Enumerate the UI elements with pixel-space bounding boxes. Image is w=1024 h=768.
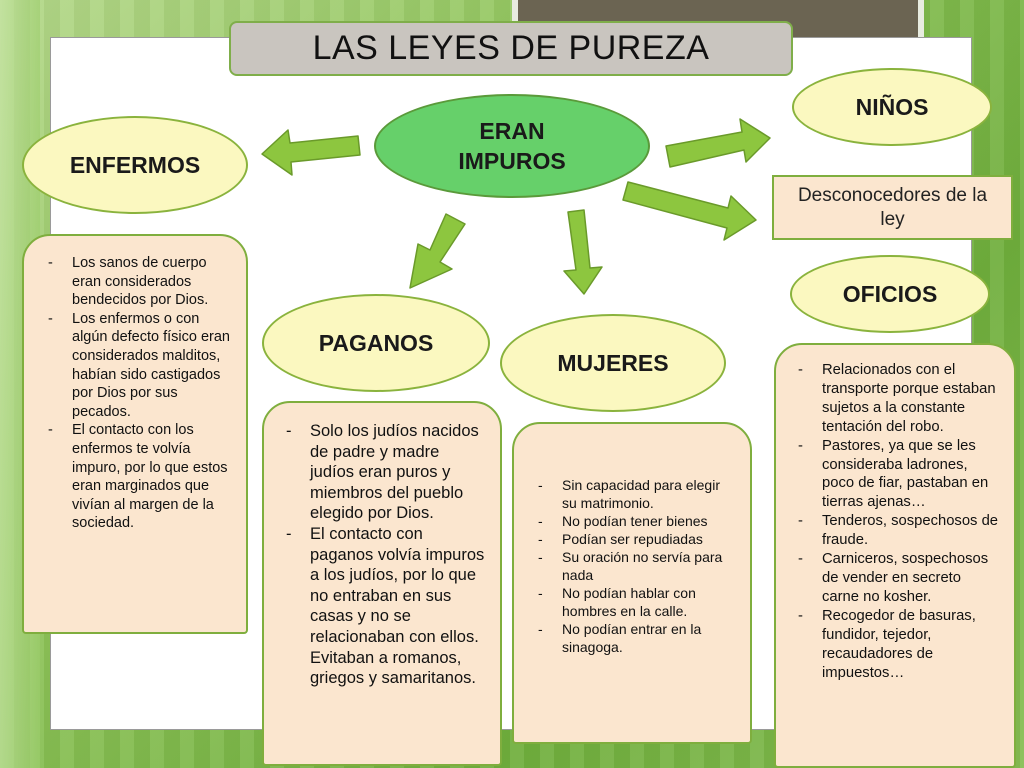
list-item: Los enfermos o con algún defecto físico … xyxy=(42,310,230,422)
ninos-description: Desconocedores de la ley xyxy=(797,184,988,230)
node-enfermos: ENFERMOS xyxy=(22,116,248,214)
arrow-to-enfermos xyxy=(261,129,361,176)
list-item: Tenderos, sospechosos de fraude. xyxy=(792,512,1000,550)
list-item: Su oración no servía para nada xyxy=(532,548,736,584)
list-oficios: Relacionados con el transporte porque es… xyxy=(792,361,1000,682)
list-item: No podían hablar con hombres en la calle… xyxy=(532,584,736,620)
node-mujeres-label: MUJERES xyxy=(557,349,669,376)
node-oficios-label: OFICIOS xyxy=(842,280,938,307)
center-node-line2: IMPUROS xyxy=(458,148,566,174)
arrow-to-mujeres xyxy=(563,209,603,295)
node-paganos-label: PAGANOS xyxy=(318,329,434,356)
ninos-description-box: Desconocedores de la ley xyxy=(772,175,1013,240)
node-ninos: NIÑOS xyxy=(792,68,992,146)
list-paganos: Solo los judíos nacidos de padre y madre… xyxy=(280,421,486,689)
list-item: No podían entrar en la sinagoga. xyxy=(532,620,736,656)
node-paganos: PAGANOS xyxy=(262,294,490,392)
card-enfermos: Los sanos de cuerpo eran considerados be… xyxy=(22,234,248,634)
page-title: LAS LEYES DE PUREZA xyxy=(312,29,710,67)
node-oficios: OFICIOS xyxy=(790,255,990,333)
list-item: Podían ser repudiadas xyxy=(532,530,736,548)
list-item: Sin capacidad para elegir su matrimonio. xyxy=(532,476,736,512)
node-enfermos-label: ENFERMOS xyxy=(69,151,201,178)
card-paganos: Solo los judíos nacidos de padre y madre… xyxy=(262,401,502,766)
list-item: El contacto con los enfermos te volvía i… xyxy=(42,421,230,533)
center-node-line1: ERAN xyxy=(479,118,545,144)
list-enfermos: Los sanos de cuerpo eran considerados be… xyxy=(42,254,230,533)
list-item: Solo los judíos nacidos de padre y madre… xyxy=(280,421,486,524)
arrow-to-paganos xyxy=(409,213,466,289)
list-item: Relacionados con el transporte porque es… xyxy=(792,361,1000,437)
list-item: Carniceros, sospechosos de vender en sec… xyxy=(792,550,1000,607)
list-item: No podían tener bienes xyxy=(532,512,736,530)
title-box: LAS LEYES DE PUREZA xyxy=(229,21,793,76)
card-oficios: Relacionados con el transporte porque es… xyxy=(774,343,1016,768)
node-ninos-label: NIÑOS xyxy=(855,93,929,120)
center-node-eran-impuros: ERAN IMPUROS xyxy=(374,94,650,198)
list-item: Recogedor de basuras, fundidor, tejedor,… xyxy=(792,607,1000,683)
arrow-to-desconocedores xyxy=(622,181,757,241)
card-mujeres: Sin capacidad para elegir su matrimonio.… xyxy=(512,422,752,744)
arrow-to-ninos xyxy=(665,118,771,168)
list-mujeres: Sin capacidad para elegir su matrimonio.… xyxy=(532,476,736,656)
list-item: Pastores, ya que se les consideraba ladr… xyxy=(792,437,1000,513)
node-mujeres: MUJERES xyxy=(500,314,726,412)
list-item: Los sanos de cuerpo eran considerados be… xyxy=(42,254,230,310)
list-item: El contacto con paganos volvía impuros a… xyxy=(280,524,486,689)
